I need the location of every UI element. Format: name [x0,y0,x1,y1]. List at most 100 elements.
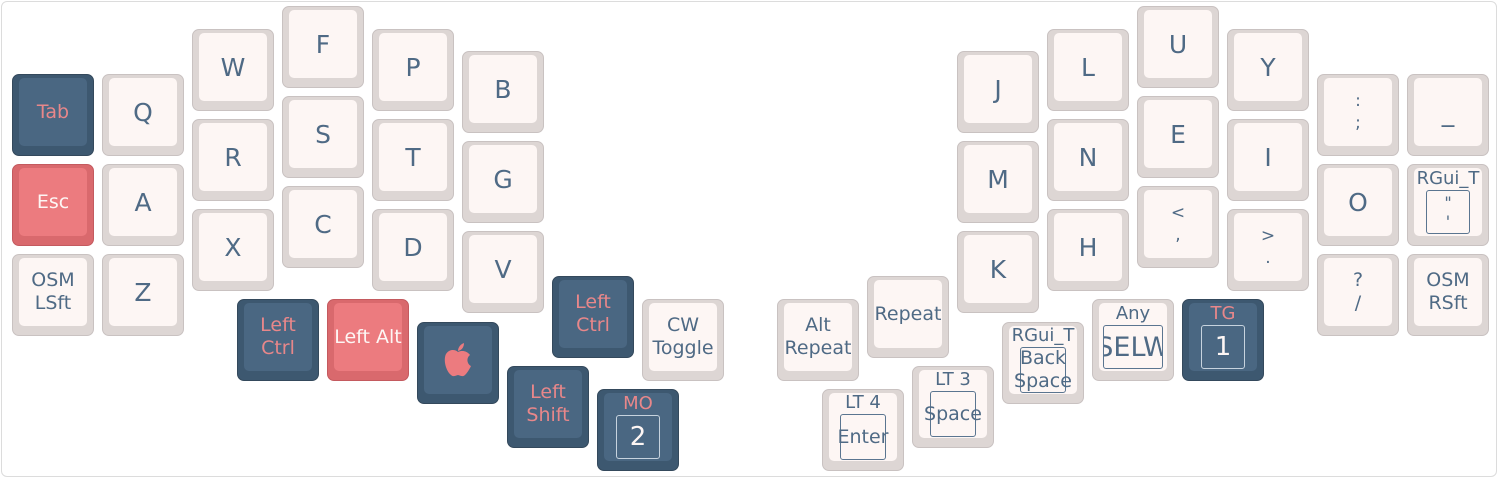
key-d[interactable]: D [372,209,454,291]
key-k[interactable]: K [957,231,1039,313]
key-legend: F [315,29,331,59]
key-left-alt[interactable]: Left Alt [327,299,409,381]
key-o[interactable]: O [1317,164,1399,246]
key-rgui-quote[interactable]: RGui_T"' [1407,164,1489,246]
key-tap-legend: Enter [838,414,889,460]
key-n[interactable]: N [1047,119,1129,201]
key-c[interactable]: C [282,186,364,268]
key-comma[interactable]: <, [1137,186,1219,268]
key-esc[interactable]: Esc [12,164,94,246]
key-tap-legend: SELW [1103,325,1163,369]
key-legend: Left Alt [334,325,402,348]
key-legend: Ctrl [261,337,295,359]
key-legend: T [405,142,421,172]
key-hold-legend: Any [1115,303,1151,324]
key-g[interactable]: G [462,141,544,223]
key-legend: D [403,232,423,262]
key-legend: Shift [526,404,570,426]
apple-logo-icon [444,343,471,377]
key-legend: Repeat [784,337,852,359]
key-b[interactable]: B [462,51,544,133]
key-l[interactable]: L [1047,29,1129,111]
key-legend: Q [133,97,153,127]
key-legend: Y [1260,52,1276,82]
key-legend: U [1168,29,1188,59]
key-legend: Repeat [874,302,942,325]
key-legend: Esc [36,190,70,213]
key-legend: . [1265,248,1271,268]
key-q[interactable]: Q [102,74,184,156]
key-v[interactable]: V [462,231,544,313]
key-r[interactable]: R [192,119,274,201]
key-hold-legend: RGui_T [1011,325,1075,346]
key-p[interactable]: P [372,29,454,111]
key-legend: Z [134,277,152,307]
key-semicolon[interactable]: :; [1317,74,1399,156]
key-any-select-word[interactable]: AnySELW [1092,299,1174,381]
key-legend: Back [1019,347,1067,370]
key-i[interactable]: I [1227,119,1309,201]
key-m[interactable]: M [957,141,1039,223]
key-hold-legend: TG [1210,303,1236,324]
key-u[interactable]: U [1137,6,1219,88]
key-repeat[interactable]: Repeat [867,276,949,358]
key-legend: LSft [34,292,72,314]
key-slash[interactable]: ?/ [1317,254,1399,336]
key-tab[interactable]: Tab [12,74,94,156]
key-y[interactable]: Y [1227,29,1309,111]
key-s[interactable]: S [282,96,364,178]
key-legend: CW [666,314,700,337]
key-legend: OSM [31,269,75,292]
key-x[interactable]: X [192,209,274,291]
key-z[interactable]: Z [102,254,184,336]
key-t[interactable]: T [372,119,454,201]
key-legend: G [493,164,513,194]
key-legend: Left [575,291,611,314]
key-dot[interactable]: >. [1227,209,1309,291]
key-left-gui[interactable] [417,322,499,404]
key-hold-legend: RGui_T [1416,168,1480,189]
key-legend: E [1170,119,1186,149]
key-legend: Toggle [652,337,714,359]
key-w[interactable]: W [192,29,274,111]
key-legend: J [994,74,1002,104]
key-legend: K [989,254,1007,284]
key-h[interactable]: H [1047,209,1129,291]
key-legend: RSft [1428,292,1468,314]
key-legend: _ [1441,97,1455,127]
key-legend: I [1264,142,1272,172]
key-shift-legend: : [1355,90,1361,111]
key-underscore[interactable]: _ [1407,74,1489,156]
key-legend: L [1081,52,1095,82]
key-j[interactable]: J [957,51,1039,133]
key-a[interactable]: A [102,164,184,246]
key-tap-legend: "' [1426,190,1470,234]
key-legend: R [224,142,242,172]
key-legend: O [1348,187,1368,217]
key-legend: Tab [36,100,70,123]
key-legend: P [405,52,421,82]
key-legend: Left [530,381,566,404]
key-f[interactable]: F [282,6,364,88]
key-legend: , [1175,225,1181,245]
key-legend: C [314,209,332,239]
key-legend: Space [1014,370,1072,392]
key-e[interactable]: E [1137,96,1219,178]
key-legend: V [494,254,512,284]
key-legend: N [1078,142,1098,172]
key-shift-legend: " [1444,192,1452,212]
